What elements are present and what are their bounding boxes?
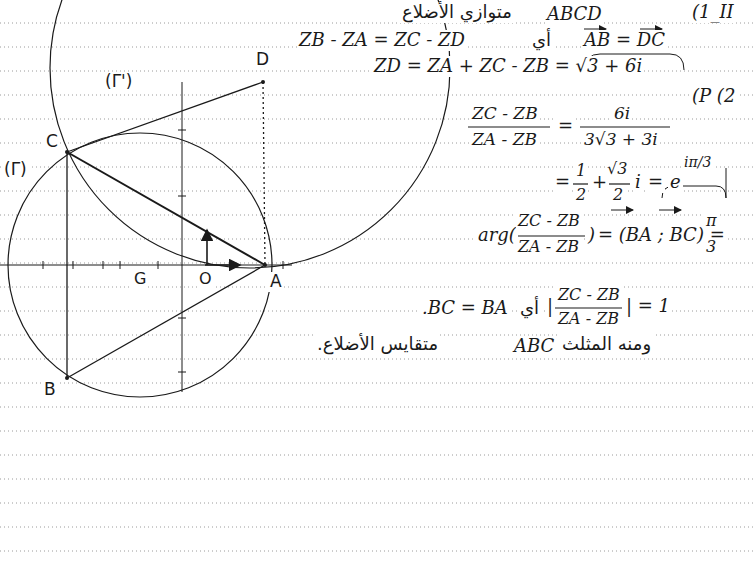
math-text: ZC - ZB (470, 104, 540, 124)
math-text: ZA - ZB (516, 238, 581, 256)
math-text: ZC - ZB (556, 286, 622, 304)
point-label: (Γ) (2, 160, 29, 180)
arabic-text: أي (530, 30, 553, 51)
math-text: arg( (476, 225, 518, 246)
math-text: = (553, 172, 572, 193)
math-text: 1 (574, 162, 588, 180)
math-text: 2 (611, 186, 625, 204)
math-text: ZA - ZB (556, 310, 621, 328)
math-text: 2 (574, 186, 588, 204)
arabic-text: متقايس الأضلاع. (315, 334, 440, 355)
points (65, 80, 267, 380)
math-text: i (633, 172, 643, 193)
result-box (662, 168, 726, 198)
math-text: iπ/3 (682, 154, 713, 170)
x-axis (0, 261, 292, 269)
point-label: D (254, 50, 271, 70)
math-text: (1_II (690, 2, 736, 23)
point-label: G (132, 270, 148, 288)
parallelogram-abcd (67, 82, 265, 378)
math-text: .BC = BA (420, 298, 510, 319)
math-text: (P (2 (690, 86, 737, 107)
math-text: 3 (704, 238, 718, 256)
math-text: 3√3 + 3i (582, 130, 660, 150)
math-text: = (646, 172, 665, 193)
arabic-text: ومنه المثلث (560, 334, 653, 355)
point-label: C (44, 132, 60, 152)
math-text: | (545, 296, 555, 317)
math-text: ZD = ZA + ZC - ZB = √3 + 6i (372, 56, 644, 77)
math-text: ZA - ZB (470, 130, 539, 150)
unit-vector-v (206, 230, 208, 265)
arabic-text: متوازي الأضلاع (400, 2, 514, 23)
math-text: ABC (512, 336, 556, 357)
point-label: A (268, 272, 284, 292)
math-text: = (556, 116, 575, 137)
math-text: e (668, 172, 683, 193)
math-text: π (704, 212, 719, 230)
arabic-text: أي (518, 298, 541, 319)
point-label: (Γ') (103, 72, 134, 92)
point-label: O (197, 270, 214, 288)
math-text: ZC - ZB (516, 212, 582, 230)
math-text: | = 1 (624, 296, 672, 317)
unit-vector-u (205, 264, 240, 266)
math-text: ZB - ZA = ZC - ZD (297, 30, 467, 51)
vertical-line (178, 82, 186, 392)
math-text: AB = DC (582, 30, 667, 51)
math-text: ABCD (545, 4, 604, 25)
point-label: B (42, 380, 58, 400)
math-text: 6i (612, 104, 632, 124)
math-text: √3 (605, 160, 629, 178)
fraction-bars (468, 127, 718, 308)
